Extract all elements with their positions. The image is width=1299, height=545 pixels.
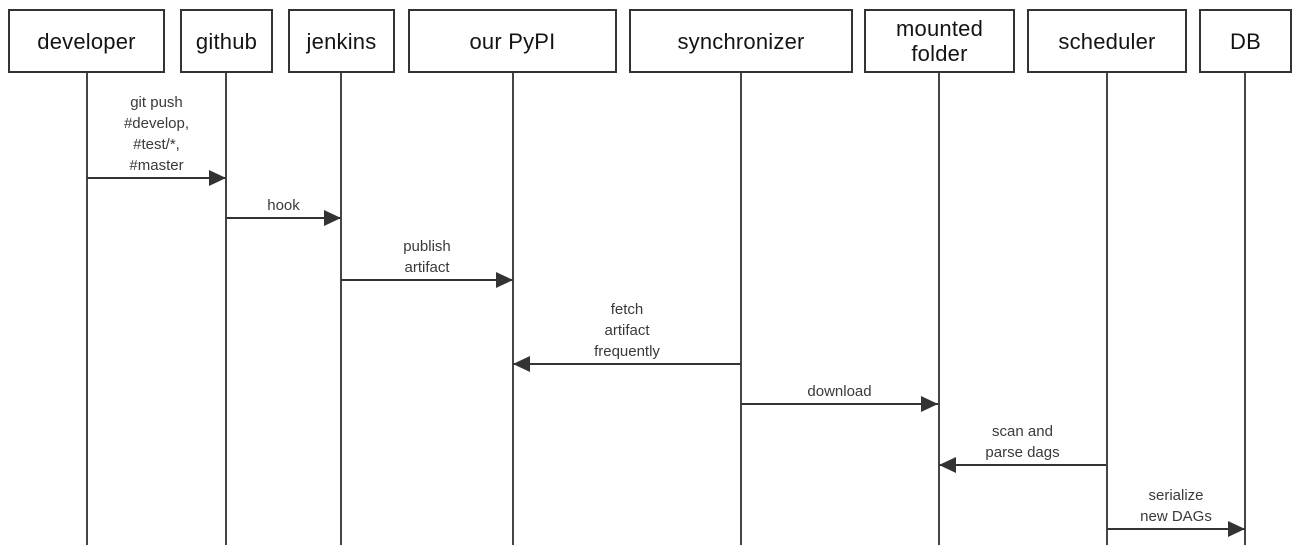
actor-label-synchronizer: synchronizer <box>677 28 805 54</box>
lifeline-jenkins <box>340 73 342 545</box>
message-line <box>87 177 226 179</box>
message-label-publish-artifact: publish artifact <box>403 238 451 276</box>
message-label-hook: hook <box>267 197 300 214</box>
actor-label-our-pypi: our PyPI <box>469 28 556 54</box>
lifeline-scheduler <box>1106 73 1108 545</box>
actor-box-developer: developer <box>8 9 165 73</box>
actor-box-github: github <box>180 9 273 73</box>
actor-box-our-pypi: our PyPI <box>408 9 617 73</box>
actor-label-mounted-folder: mounted folder <box>895 16 983 66</box>
actor-label-github: github <box>195 28 258 54</box>
actor-box-scheduler: scheduler <box>1027 9 1187 73</box>
message-label-serialize-new-dags: serialize new DAGs <box>1140 487 1212 525</box>
message-line <box>939 464 1106 466</box>
lifeline-mounted-folder <box>938 73 940 545</box>
message-label-git-push: git push #develop, #test/*, #master <box>123 94 190 174</box>
lifeline-developer <box>86 73 88 545</box>
lifeline-synchronizer <box>740 73 742 545</box>
actor-box-jenkins: jenkins <box>288 9 395 73</box>
message-line <box>741 403 938 405</box>
message-label-fetch-artifact-frequently: fetch artifact frequently <box>594 301 660 360</box>
arrow-right-icon <box>324 210 341 226</box>
arrow-right-icon <box>1228 521 1245 537</box>
lifeline-github <box>225 73 227 545</box>
arrow-left-icon <box>513 356 530 372</box>
actor-label-scheduler: scheduler <box>1058 28 1156 54</box>
actor-box-synchronizer: synchronizer <box>629 9 853 73</box>
actor-box-mounted-folder: mounted folder <box>864 9 1015 73</box>
arrow-left-icon <box>939 457 956 473</box>
actor-label-developer: developer <box>37 28 136 54</box>
lifeline-our-pypi <box>512 73 514 545</box>
message-line <box>226 217 341 219</box>
message-line <box>1107 528 1245 530</box>
arrow-right-icon <box>209 170 226 186</box>
arrow-right-icon <box>496 272 513 288</box>
actor-box-db: DB <box>1199 9 1292 73</box>
lifeline-db <box>1244 73 1246 545</box>
message-line <box>341 279 513 281</box>
actor-label-db: DB <box>1230 28 1261 54</box>
arrow-right-icon <box>921 396 938 412</box>
message-line <box>513 363 741 365</box>
message-label-scan-and-parse-dags: scan and parse dags <box>985 423 1060 461</box>
actor-label-jenkins: jenkins <box>306 28 377 54</box>
message-label-download: download <box>807 383 872 400</box>
